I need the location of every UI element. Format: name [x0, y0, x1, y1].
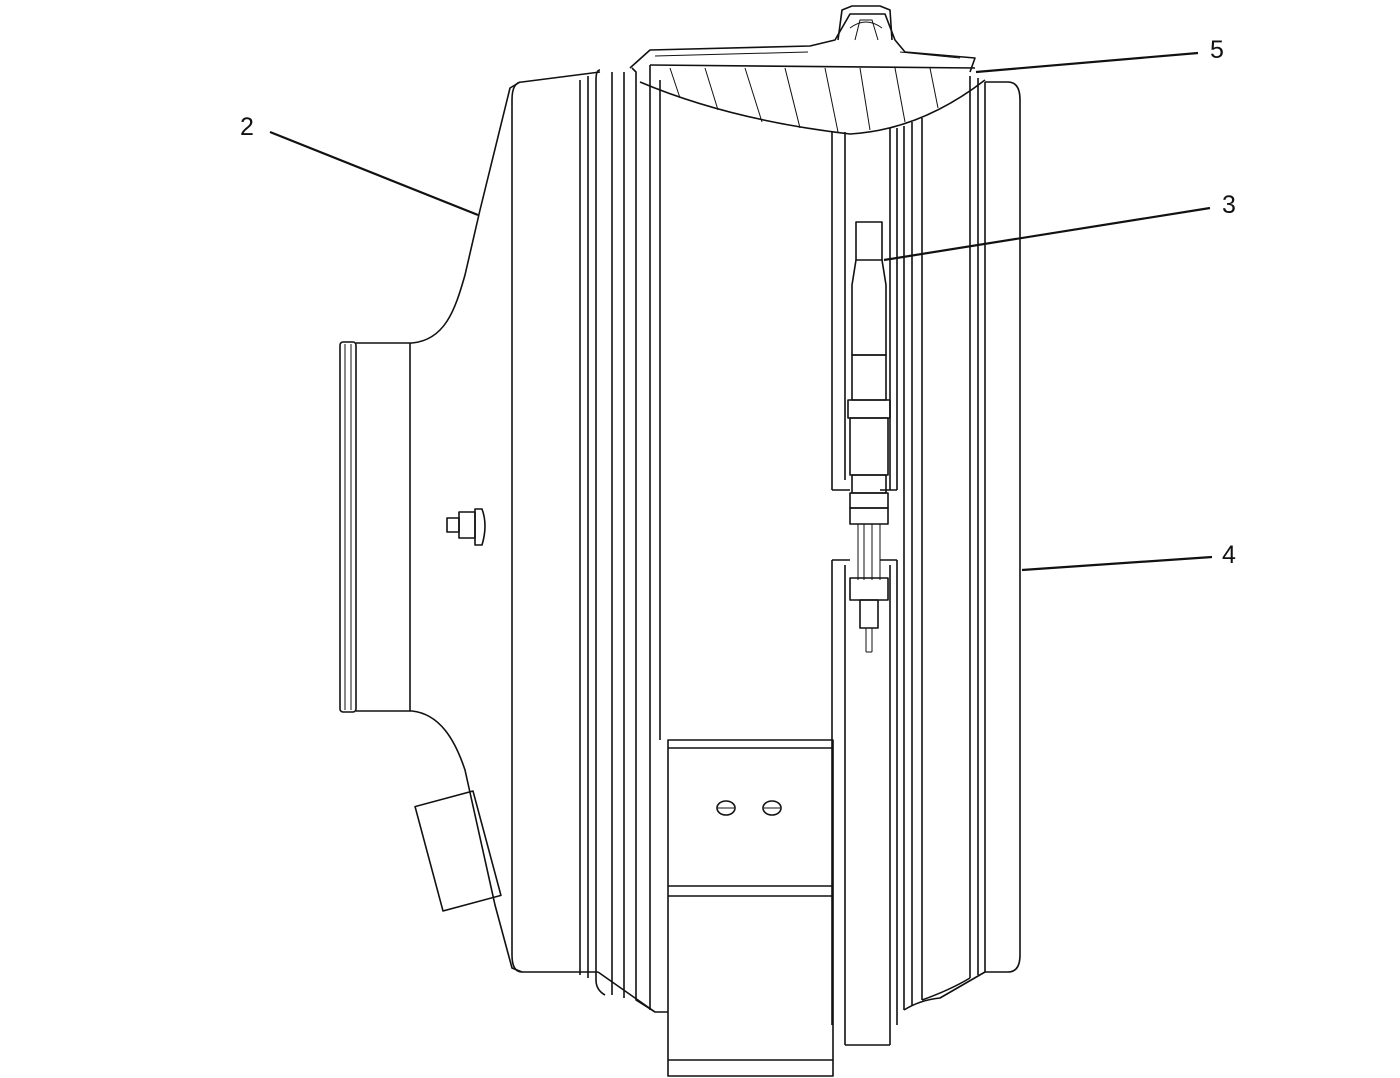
housing-cone: [411, 81, 523, 973]
motor-assembly: [831, 128, 898, 1046]
callout-5: 5: [1210, 36, 1224, 64]
mounting-screw: [716, 800, 736, 816]
inlet-collar: [339, 341, 412, 713]
callout-4: 4: [1222, 541, 1236, 569]
housing-right: [903, 76, 1021, 1011]
cable-grommet: [446, 508, 486, 546]
mounting-bracket: [667, 739, 834, 1077]
housing-body: [511, 65, 668, 1013]
section-cut-top: [629, 5, 986, 135]
leader-line-4: [1021, 555, 1213, 572]
leader-line-2: [269, 130, 479, 217]
callout-3: 3: [1222, 191, 1236, 219]
callout-2: 2: [240, 113, 254, 141]
leader-line-5: [975, 51, 1199, 74]
leader-line-3: [883, 206, 1211, 262]
mounting-screw: [762, 800, 782, 816]
